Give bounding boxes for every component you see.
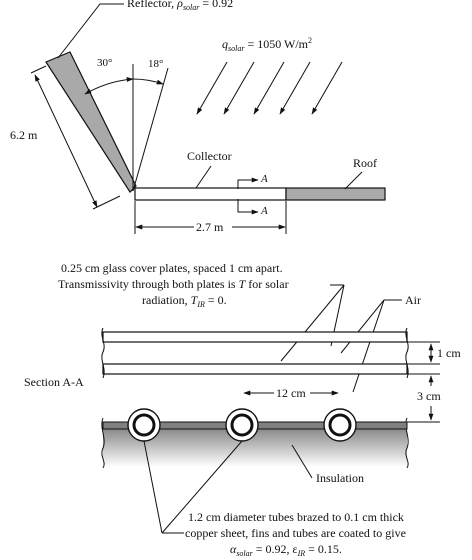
angle-arc-30 [84, 77, 134, 95]
solar-ray [311, 61, 343, 115]
air-leader [352, 299, 385, 393]
solar-ray [223, 61, 255, 115]
solar-rays [196, 61, 343, 115]
angle-18-label: 18° [148, 58, 163, 70]
section-mark-bottom [237, 199, 259, 215]
roof-label: Roof [353, 156, 377, 170]
tube-note-leader [161, 440, 243, 534]
solar-ray [253, 61, 285, 115]
glass-plate-lower [102, 363, 408, 375]
tube-note-line-1: 1.2 cm diameter tubes brazed to 0.1 cm t… [188, 510, 404, 524]
solar-ray [279, 61, 311, 115]
angle-30-label: 30° [97, 57, 112, 69]
insulation-label: Insulation [316, 471, 364, 485]
tube [127, 408, 161, 442]
gap-top-label: 1 cm [437, 346, 461, 360]
gap-bottom-label: 3 cm [417, 389, 441, 403]
insulation-leader [291, 444, 313, 479]
cover-note-line-1: 0.25 cm glass cover plates, spaced 1 cm … [61, 261, 283, 275]
tube-note-leader [143, 440, 163, 534]
cover-note-line-3: radiation, TIR = 0. [142, 293, 227, 309]
reflector-label: Reflector, ρsolar = 0.92 [127, 0, 233, 12]
cover-note-leader [280, 284, 345, 362]
reflector-length-dimension [34, 74, 98, 208]
extension-line [92, 195, 121, 210]
extension-line [30, 65, 47, 74]
section-mark-top [237, 177, 259, 189]
collector-plate [134, 187, 287, 201]
air-leader [340, 299, 385, 354]
angle-arc-18 [132, 78, 164, 85]
reflector-leader [57, 3, 124, 59]
collector-label: Collector [187, 149, 232, 163]
tube-note-line-3: αsolar = 0.92, εIR = 0.15. [230, 542, 342, 558]
width-label: 2.7 m [196, 220, 224, 234]
solar-ray [196, 61, 228, 115]
break-line-right [405, 327, 409, 379]
solar-flux-label: qsolar = 1050 W/m2 [222, 36, 312, 53]
break-line-left [101, 327, 105, 379]
reflector-plate [45, 51, 137, 193]
tube [323, 408, 357, 442]
tube-note-line-2: copper sheet, fins and tubes are coated … [185, 526, 406, 540]
roof [285, 187, 386, 201]
spacing-label: 12 cm [276, 386, 306, 400]
incidence-line [132, 67, 169, 192]
roof-leader [344, 171, 363, 190]
section-title: Section A-A [24, 375, 84, 389]
air-label: Air [405, 293, 421, 307]
break-line-left [101, 417, 105, 469]
glass-plate-upper [102, 331, 408, 343]
section-mark-label-top: A [260, 173, 268, 185]
cover-note-line-2: Transmissivity through both plates is T … [58, 277, 289, 291]
section-mark-label-bottom: A [260, 205, 268, 217]
collector-leader [195, 165, 212, 189]
tube [225, 408, 259, 442]
reflector-length-label: 6.2 m [10, 128, 38, 142]
